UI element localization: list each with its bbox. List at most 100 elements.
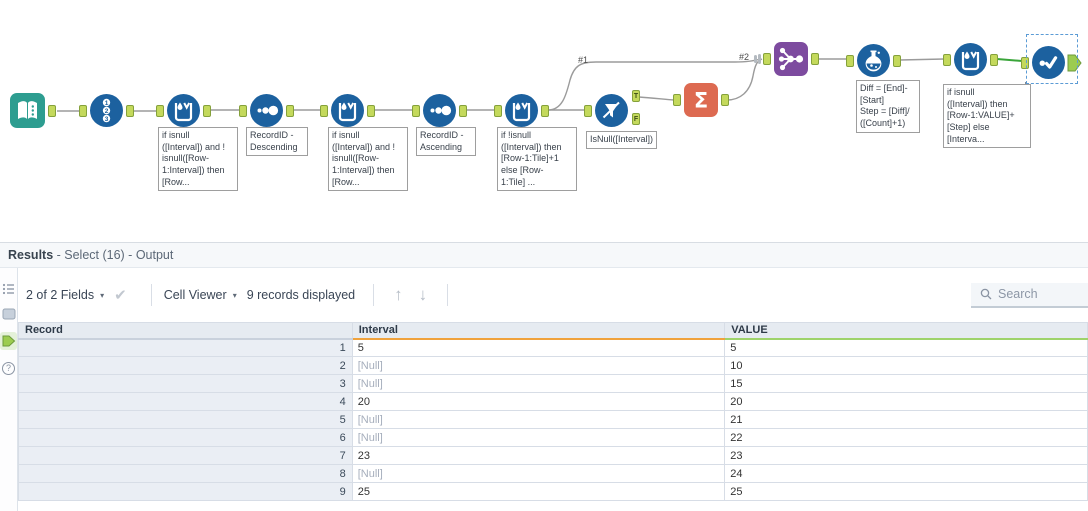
input-anchor[interactable] [239, 104, 247, 117]
table-cell[interactable]: [Null] [351, 356, 726, 375]
fields-dropdown[interactable]: 2 of 2 Fields [26, 288, 95, 302]
chevron-down-icon[interactable]: ▾ [100, 290, 105, 300]
table-cell[interactable]: 21 [724, 410, 1088, 429]
table-cell[interactable]: 22 [724, 428, 1088, 447]
table-cell[interactable]: 4 [18, 392, 353, 411]
output-anchor[interactable] [811, 53, 819, 65]
column-header[interactable]: VALUE [724, 322, 1088, 340]
search-input[interactable] [998, 287, 1078, 301]
true-output-anchor[interactable]: T [632, 90, 640, 102]
table-cell[interactable]: 25 [724, 482, 1088, 501]
join-multiple-tool[interactable] [754, 42, 819, 76]
table-cell[interactable]: [Null] [351, 374, 726, 393]
multi-row-formula-tool-4[interactable] [943, 43, 998, 76]
table-cell[interactable]: 9 [18, 482, 353, 501]
record-id-tool[interactable]: 1 2 3 [79, 94, 134, 127]
output-anchor[interactable] [721, 94, 729, 106]
table-cell[interactable]: 3 [18, 374, 353, 393]
table-cell[interactable]: 23 [351, 446, 726, 465]
input-anchor[interactable] [156, 104, 164, 117]
output-anchor[interactable] [286, 104, 294, 117]
input-anchor[interactable] [673, 94, 681, 106]
filter-tool[interactable]: T F [584, 90, 640, 127]
output-anchor[interactable] [126, 104, 134, 117]
multi-input-anchor[interactable] [763, 53, 771, 65]
table-cell[interactable]: 5 [351, 338, 726, 357]
input-anchor[interactable] [846, 54, 854, 67]
table-cell[interactable]: 5 [18, 410, 353, 429]
table-cell[interactable]: 1 [18, 338, 353, 357]
connection-2[interactable] [726, 58, 763, 101]
connection[interactable] [638, 96, 675, 101]
table-row[interactable]: 6[Null]22 [18, 428, 1088, 447]
output-anchor[interactable] [893, 54, 901, 67]
annotation-mrf2[interactable]: if isnull ([Interval]) and ! isnull([Row… [328, 127, 408, 192]
column-header[interactable]: Interval [351, 322, 726, 340]
chevron-down-icon[interactable]: ▾ [232, 290, 237, 300]
annotation-sort2[interactable]: RecordID - Ascending [416, 127, 476, 157]
output-anchor[interactable] [990, 53, 998, 66]
table-row[interactable]: 5[Null]21 [18, 410, 1088, 429]
input-anchor[interactable] [943, 53, 951, 66]
arrow-up-icon[interactable]: ↑ [394, 285, 403, 304]
table-row[interactable]: 3[Null]15 [18, 374, 1088, 393]
sort-tool-1[interactable] [239, 94, 294, 127]
apply-check-icon[interactable]: ✔ [114, 287, 127, 304]
workflow-canvas[interactable]: #1 #2 1 2 3 [0, 0, 1088, 242]
input-anchor[interactable] [412, 104, 420, 117]
output-anchor[interactable] [541, 104, 549, 117]
table-cell[interactable]: 20 [724, 392, 1088, 411]
column-header[interactable]: Record [18, 322, 353, 340]
input-anchor[interactable] [320, 104, 328, 117]
table-cell[interactable]: 7 [18, 446, 353, 465]
table-cell[interactable]: 2 [18, 356, 353, 375]
annotation-filter[interactable]: IsNull([Interval]) [586, 131, 658, 149]
table-cell[interactable]: [Null] [351, 428, 726, 447]
table-row[interactable]: 2[Null]10 [18, 356, 1088, 375]
input-anchor[interactable] [494, 104, 502, 117]
table-cell[interactable]: 8 [18, 464, 353, 483]
table-cell[interactable]: 10 [724, 356, 1088, 375]
table-cell[interactable]: [Null] [351, 464, 726, 483]
output-anchor[interactable] [459, 104, 467, 117]
table-cell[interactable]: 24 [724, 464, 1088, 483]
help-icon[interactable]: ? [1, 360, 17, 376]
table-cell[interactable]: 20 [351, 392, 726, 411]
input-anchor[interactable] [584, 104, 592, 117]
annotation-sort1[interactable]: RecordID - Descending [246, 127, 308, 157]
sort-tool-2[interactable] [412, 94, 467, 127]
results-list-icon[interactable] [1, 280, 17, 296]
table-row[interactable]: 8[Null]24 [18, 464, 1088, 483]
annotation-mrf3[interactable]: if !isnull ([Interval]) then [Row-1:Tile… [497, 127, 577, 192]
arrow-down-icon[interactable]: ↓ [418, 285, 428, 304]
input-data-tool[interactable] [10, 93, 56, 128]
output-anchor[interactable] [203, 104, 211, 117]
annotation-mrf4[interactable]: if isnull ([Interval]) then [Row-1:VALUE… [943, 84, 1031, 149]
summarize-tool[interactable]: Σ [673, 83, 729, 117]
connection-1[interactable] [547, 58, 761, 111]
annotation-formula[interactable]: Diff = [End]- [Start] Step = [Diff]/ ([C… [856, 80, 920, 133]
formula-tool[interactable] [846, 44, 901, 77]
annotation-mrf1[interactable]: if isnull ([Interval]) and ! isnull([Row… [158, 127, 238, 192]
table-cell[interactable]: 25 [351, 482, 726, 501]
multi-row-formula-tool-2[interactable] [320, 94, 375, 127]
input-anchor[interactable] [1021, 56, 1029, 69]
table-cell[interactable]: 23 [724, 446, 1088, 465]
connection-selected[interactable] [996, 58, 1023, 62]
output-anchor[interactable] [48, 104, 56, 117]
table-cell[interactable]: 5 [724, 338, 1088, 357]
table-cell[interactable]: [Null] [351, 410, 726, 429]
results-panel-icon[interactable] [1, 306, 17, 322]
output-anchor[interactable] [367, 104, 375, 117]
cell-viewer-dropdown[interactable]: Cell Viewer [163, 288, 227, 302]
multi-row-formula-tool-1[interactable] [156, 94, 211, 127]
multi-row-formula-tool-3[interactable] [494, 94, 549, 127]
output-anchor-icon[interactable] [0, 332, 17, 350]
input-anchor[interactable] [79, 104, 87, 117]
table-cell[interactable]: 6 [18, 428, 353, 447]
false-output-anchor[interactable]: F [632, 113, 640, 125]
